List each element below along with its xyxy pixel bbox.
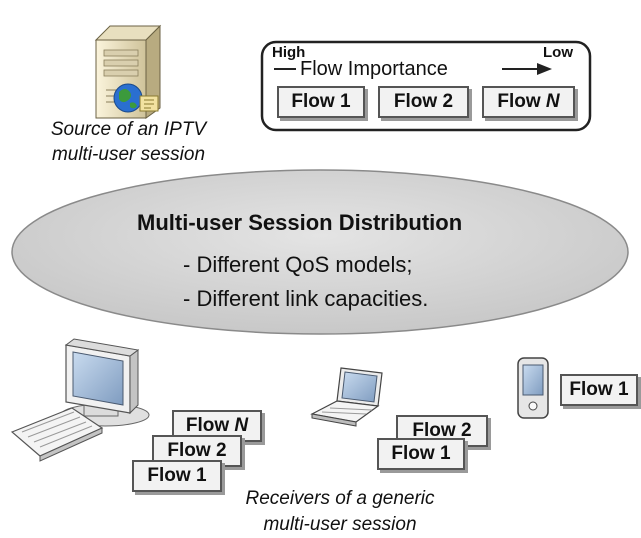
server-with-globe-icon — [94, 24, 162, 119]
legend-flow-box: Flow 2 — [378, 86, 469, 118]
cloud-bullet-capacity: - Different link capacities. — [183, 286, 429, 311]
pda-flow-box: Flow 1 — [560, 374, 638, 406]
receivers-caption: Receivers of a generic multi-user sessio… — [245, 488, 435, 535]
distribution-cloud — [11, 169, 629, 335]
source-caption: Source of an IPTV multi-user session — [50, 119, 207, 165]
legend-low-label: Low — [543, 44, 573, 61]
desktop-flow-box: Flow 1 — [132, 460, 222, 492]
desktop-computer-icon — [10, 338, 150, 462]
laptop-icon — [310, 367, 383, 427]
legend-title: Flow Importance — [300, 58, 448, 80]
laptop-flow-box: Flow 1 — [377, 438, 465, 470]
cloud-bullet-qos: - Different QoS models; — [183, 252, 413, 277]
pda-icon — [517, 357, 549, 419]
legend-flow-box: Flow 1 — [277, 86, 365, 118]
legend-flow-box: Flow N — [482, 86, 575, 118]
importance-arrow-head — [537, 63, 552, 75]
legend-high-label: High — [272, 44, 306, 61]
cloud-title: Multi-user Session Distribution — [137, 210, 463, 235]
